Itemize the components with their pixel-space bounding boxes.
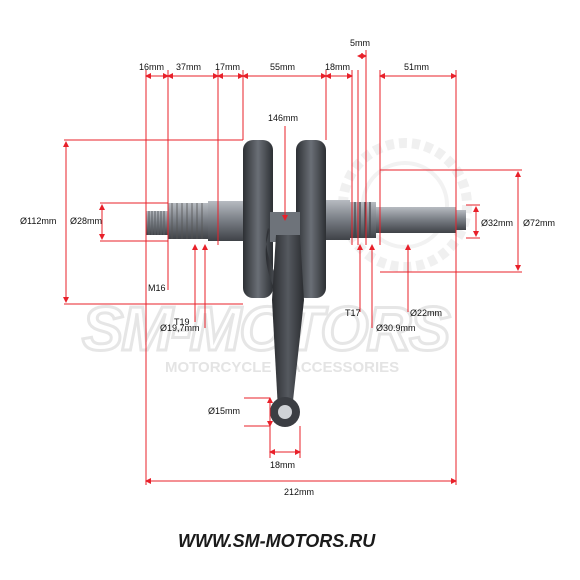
rod-beam xyxy=(272,235,304,410)
crankshaft xyxy=(146,140,466,427)
label-dia-28mm: Ø28mm xyxy=(70,216,102,226)
label-55mm: 55mm xyxy=(270,62,295,72)
left-thread-grooves xyxy=(148,211,165,235)
left-spline xyxy=(168,203,208,239)
right-flywheel xyxy=(296,140,326,298)
right-shaft-end xyxy=(456,210,466,230)
website-url: WWW.SM-MOTORS.RU xyxy=(178,531,376,551)
dimension-labels: 16mm 37mm 17mm 55mm 18mm 5mm 51mm 146mm … xyxy=(20,38,555,497)
label-dia-72mm: Ø72mm xyxy=(523,218,555,228)
spline-teeth xyxy=(171,203,203,239)
label-dia-32mm: Ø32mm xyxy=(481,218,513,228)
label-dia-112mm: Ø112mm xyxy=(20,216,56,226)
label-37mm: 37mm xyxy=(176,62,201,72)
right-bearing xyxy=(350,202,376,238)
bearing-rings xyxy=(354,202,371,238)
label-dia-15mm: Ø15mm xyxy=(208,406,240,416)
label-t17: T17 xyxy=(345,308,361,318)
label-51mm: 51mm xyxy=(404,62,429,72)
label-m16: M16 xyxy=(148,283,166,293)
label-212mm: 212mm xyxy=(284,487,314,497)
left-journal xyxy=(208,201,244,241)
label-16mm: 16mm xyxy=(139,62,164,72)
label-dia-22mm: Ø22mm xyxy=(410,308,442,318)
right-shaft xyxy=(376,207,456,233)
dimension-lines xyxy=(63,50,522,485)
right-collar xyxy=(326,200,350,240)
label-146mm: 146mm xyxy=(268,113,298,123)
label-dia-30-9mm: Ø30.9mm xyxy=(376,323,416,333)
left-flywheel xyxy=(243,140,273,298)
label-5mm: 5mm xyxy=(350,38,370,48)
label-18mm-bottom: 18mm xyxy=(270,460,295,470)
small-end-bore xyxy=(278,405,292,419)
label-dia-19-7mm: Ø19,7mm xyxy=(160,323,200,333)
label-17mm: 17mm xyxy=(215,62,240,72)
label-18mm-top: 18mm xyxy=(325,62,350,72)
label-t19: T19 xyxy=(174,317,190,327)
watermark-brand: SM-MOTORS xyxy=(82,295,450,364)
